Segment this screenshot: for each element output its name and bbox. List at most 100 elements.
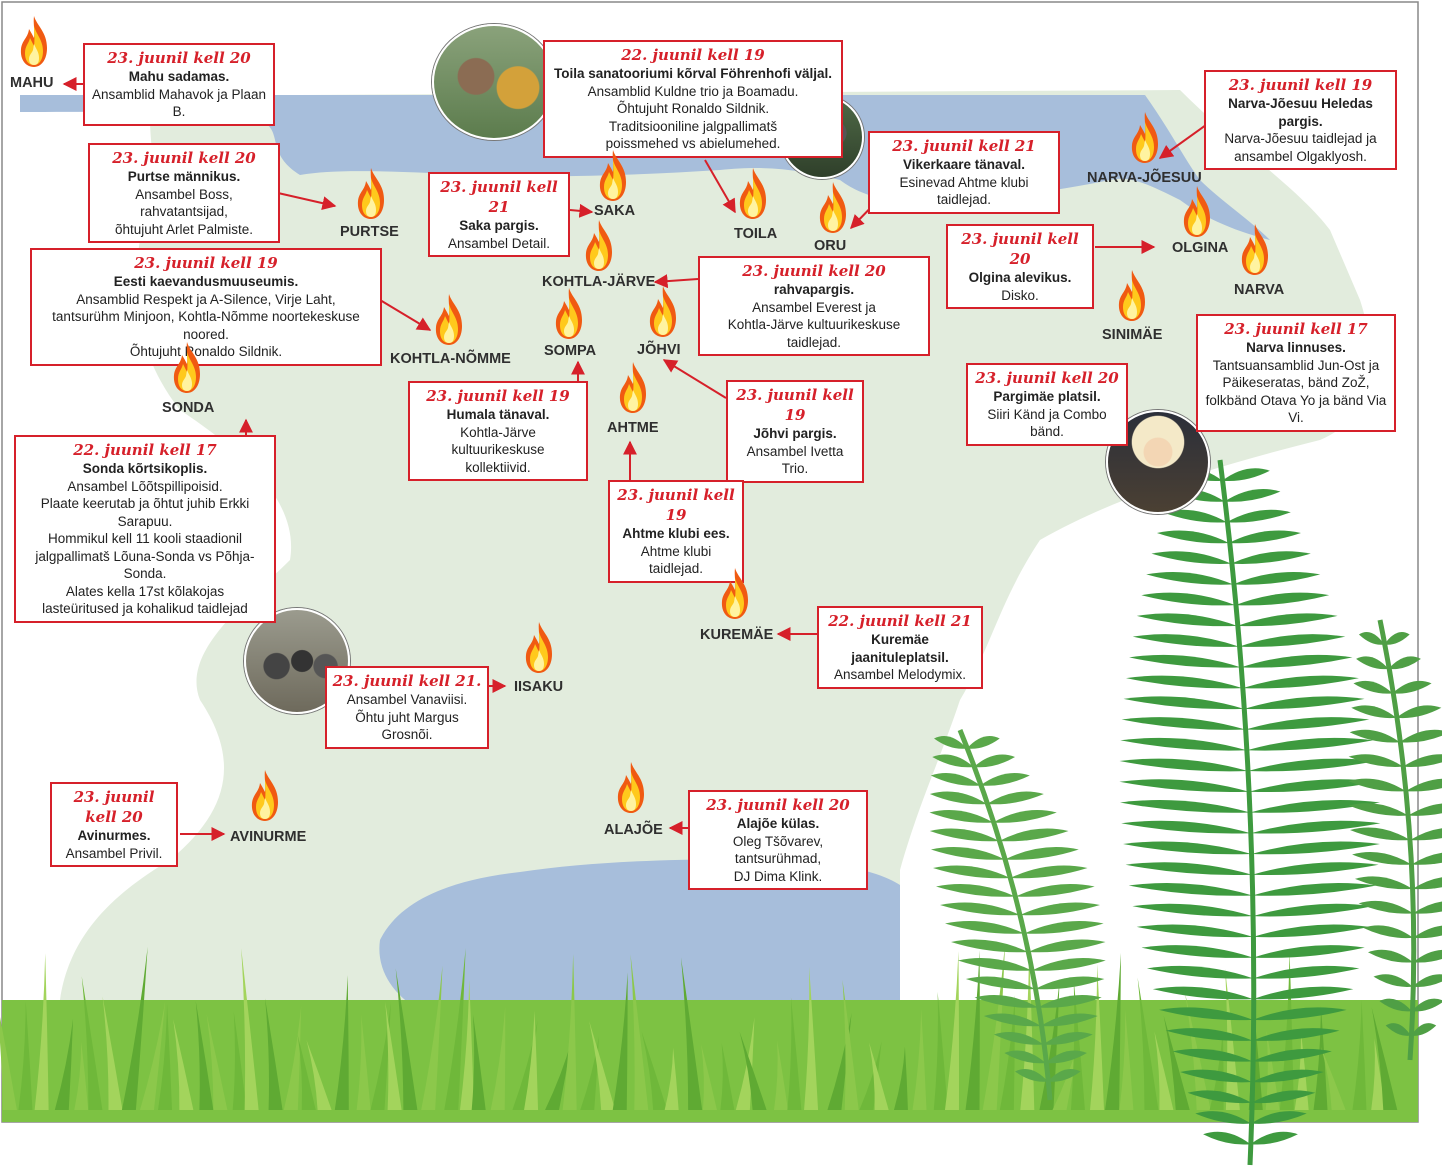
fern-grass	[490, 1006, 506, 1110]
event-desc: Tantsuansamblid Jun-Ost ja Päikeseratas,…	[1205, 357, 1387, 426]
event-sompa: 23. juunil kell 19 Humala tänaval. Kohtl…	[408, 381, 588, 481]
event-date: 22. juunil kell 21	[828, 612, 972, 630]
event-mahu: 23. juunil kell 20 Mahu sadamas. Ansambl…	[83, 43, 275, 126]
place-label-kohtla-jarve: KOHTLA-JÄRVE	[542, 274, 656, 290]
fern-grass	[421, 965, 443, 1110]
event-ahtme: 23. juunil kell 19 Ahtme klubi ees. Ahtm…	[608, 480, 744, 583]
fern-grass	[589, 1020, 616, 1110]
fern-grass	[444, 948, 466, 1110]
event-place: Pargimäe platsil.	[993, 389, 1101, 404]
event-place: Eesti kaevandusmuuseumis.	[113, 274, 299, 289]
event-date: 22. juunil kell 17	[73, 441, 217, 459]
bonfire-icon	[1238, 222, 1272, 278]
event-date: 23. juunil kell 17	[1224, 320, 1368, 338]
bonfire-icon	[614, 760, 648, 816]
water-peipus	[379, 859, 900, 1040]
event-date: 23. juunil kell 20	[975, 369, 1119, 387]
fern-grass	[283, 1005, 302, 1110]
event-desc: Ahtme klubi taidlejad.	[640, 543, 712, 577]
fern-grass	[1371, 1007, 1398, 1110]
place-label-oru: ORU	[814, 238, 847, 254]
event-oru: 23. juunil kell 21 Vikerkaare tänaval. E…	[868, 131, 1060, 214]
event-place: Olgina alevikus.	[968, 270, 1072, 285]
event-kohtla-jarve: 23. juunil kell 20 rahvapargis. Ansambel…	[698, 256, 930, 356]
bonfire-icon	[552, 286, 586, 342]
event-narva: 23. juunil kell 17 Narva linnuses. Tants…	[1196, 314, 1396, 432]
arrow-pointer	[1158, 124, 1207, 159]
bonfire-icon	[432, 292, 466, 348]
fern-grass	[545, 1040, 572, 1110]
place-label-olgina: OLGINA	[1172, 240, 1229, 256]
fern-grass	[241, 948, 259, 1110]
event-place: Humala tänaval.	[446, 407, 550, 422]
fern-grass	[206, 1013, 228, 1110]
fern-grass	[701, 1044, 717, 1110]
fern-grass	[395, 968, 418, 1110]
bonfire-icon	[170, 340, 204, 396]
arrow-pointer	[662, 359, 727, 399]
event-place: Jõhvi pargis.	[753, 426, 837, 441]
event-saka: 23. juunil kell 21 Saka pargis. Ansambel…	[428, 172, 570, 257]
place-label-narva-joesuu: NARVA-JÕESUU	[1087, 170, 1202, 186]
fern-leaf	[1348, 619, 1442, 1061]
fern-grass	[1313, 1005, 1328, 1110]
event-place: Narva linnuses.	[1246, 340, 1346, 355]
event-desc: Ansambel Privil.	[65, 845, 163, 861]
fern-grass	[1090, 963, 1105, 1110]
place-label-sompa: SOMPA	[544, 343, 597, 359]
fern-grass	[265, 998, 283, 1110]
fern-grass	[612, 972, 628, 1110]
fern-grass	[982, 943, 1006, 1110]
fern-grass	[965, 950, 980, 1110]
event-desc: Ansambel Everest ja Kohtla-Järve kultuur…	[727, 299, 901, 350]
bonfire-icon	[1115, 268, 1149, 324]
fern-grass	[81, 976, 103, 1110]
fern-grass	[1105, 952, 1121, 1110]
event-place: Avinurmes.	[77, 828, 151, 843]
bonfire-icon	[646, 284, 680, 340]
fern-grass	[1209, 1029, 1224, 1110]
event-place: Toila sanatooriumi kõrval Föhrenhofi väl…	[553, 66, 833, 81]
event-sonda: 22. juunil kell 17 Sonda kõrtsikoplis. A…	[14, 435, 276, 623]
fern-grass	[1163, 1015, 1190, 1110]
event-date: 23. juunil kell 19	[617, 486, 735, 524]
fern-grass	[524, 1010, 539, 1110]
event-date: 23. juunil kell 20	[742, 262, 886, 280]
fern-grass	[944, 951, 960, 1110]
event-desc: Esinevad Ahtme klubi taidlejad.	[899, 174, 1029, 208]
event-date: 23. juunil kell 19	[134, 254, 278, 272]
event-date: 22. juunil kell 19	[621, 46, 765, 64]
place-label-iisaku: IISAKU	[514, 679, 564, 695]
fern-grass	[933, 991, 948, 1110]
fern-grass	[195, 1000, 214, 1110]
fern-leaf	[1119, 459, 1381, 1166]
fern-grass	[680, 957, 703, 1110]
fern-grass	[34, 953, 49, 1110]
fern-grass	[630, 954, 649, 1110]
fern-grass	[102, 996, 123, 1110]
arrow-pointer	[277, 192, 337, 211]
event-desc: Narva-Jõesuu taidlejad ja ansambel Olgak…	[1224, 131, 1377, 164]
fern-grass	[471, 1014, 486, 1110]
event-narva-joesuu: 23. juunil kell 19 Narva-Jõesuu Heledas …	[1204, 70, 1397, 170]
place-label-saka: SAKA	[594, 203, 636, 219]
event-desc: Ansamblid Mahavok ja Plaan B.	[91, 86, 267, 120]
fern-grass	[334, 975, 349, 1110]
fern-grass	[842, 979, 859, 1110]
fern-grass	[1052, 1041, 1079, 1110]
event-olgina: 23. juunil kell 20 Olgina alevikus. Disk…	[946, 224, 1094, 309]
event-place: Kuremäe jaanituleplatsil.	[851, 632, 949, 665]
event-place: Mahu sadamas.	[128, 69, 230, 84]
place-label-toila: TOILA	[734, 226, 778, 242]
event-date: 23. juunil kell 21	[892, 137, 1036, 155]
bonfire-icon	[736, 166, 770, 222]
event-place: Narva-Jõesuu Heledas pargis.	[1228, 96, 1373, 129]
fern-grass	[0, 1017, 17, 1110]
fern-grass	[54, 1018, 74, 1110]
fern-grass	[787, 997, 802, 1110]
event-purtse: 23. juunil kell 20 Purtse männikus. Ansa…	[88, 143, 280, 243]
fern-grass	[1137, 977, 1159, 1110]
fern-grass	[356, 1014, 371, 1110]
place-label-sonda: SONDA	[162, 400, 215, 416]
